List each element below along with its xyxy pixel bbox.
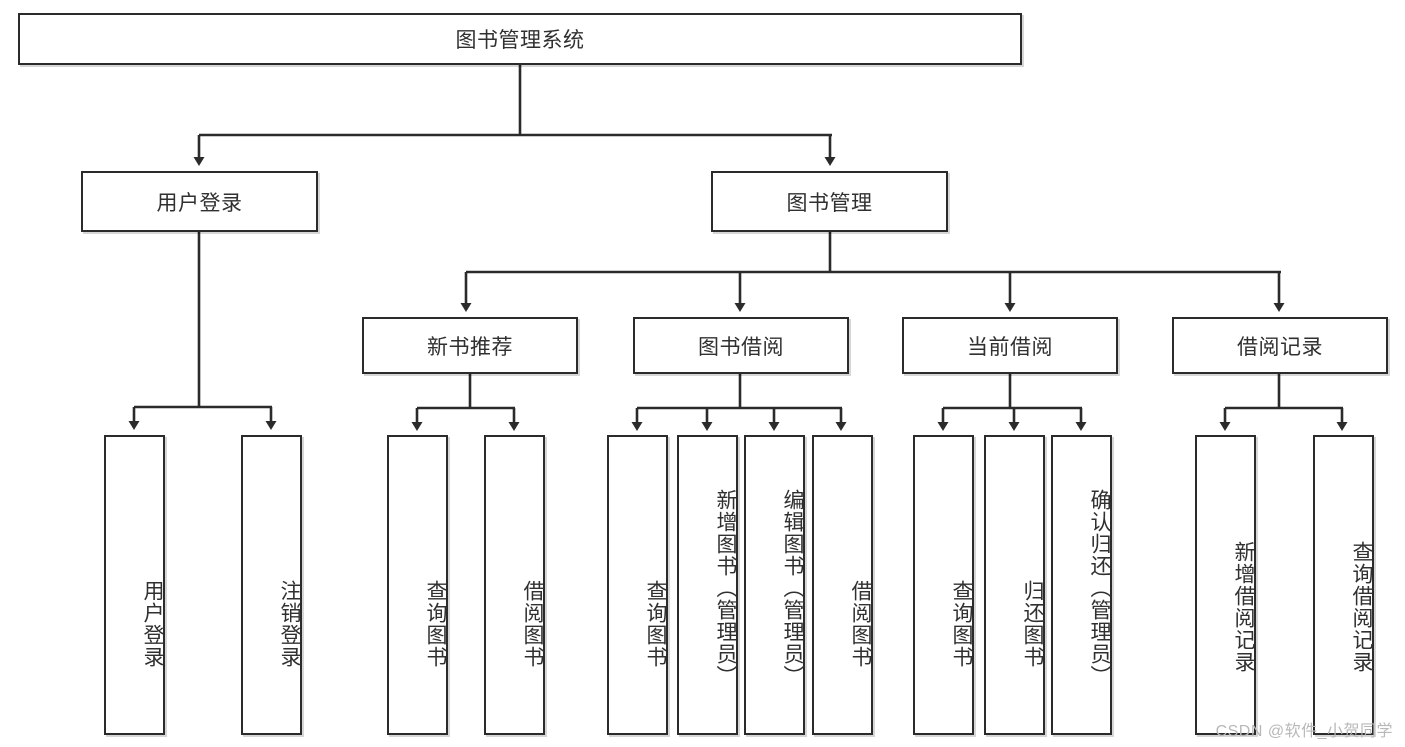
node-leaf-query-borrow-record[interactable]: 查询借阅记录 [1313, 435, 1374, 735]
node-borrow-record[interactable]: 借阅记录 [1172, 317, 1388, 374]
node-leaf-borrow-book-1-label: 借阅图书 [521, 580, 544, 668]
node-leaf-add-borrow-record-label: 新增借阅记录 [1232, 541, 1255, 673]
node-current-borrow-label: 当前借阅 [967, 335, 1053, 359]
node-book-borrow-label: 图书借阅 [698, 335, 784, 359]
node-leaf-query-borrow-record-label: 查询借阅记录 [1350, 541, 1373, 673]
node-leaf-return-book-label: 归还图书 [1021, 580, 1044, 668]
node-leaf-query-book-2[interactable]: 查询图书 [607, 435, 668, 735]
node-leaf-user-logout[interactable]: 注销登录 [241, 435, 302, 735]
node-current-borrow[interactable]: 当前借阅 [902, 317, 1118, 374]
node-leaf-query-book-1-label: 查询图书 [424, 580, 447, 668]
node-leaf-edit-book-label: 编辑图书（管理员） [781, 489, 804, 687]
watermark-label: CSDN @软件_小贺同学 [1215, 723, 1393, 740]
node-leaf-edit-book[interactable]: 编辑图书（管理员） [744, 435, 805, 735]
node-leaf-return-book[interactable]: 归还图书 [984, 435, 1045, 735]
node-book-borrow[interactable]: 图书借阅 [633, 317, 849, 374]
node-leaf-borrow-book-2-label: 借阅图书 [849, 580, 872, 668]
node-leaf-user-logout-label: 注销登录 [278, 580, 301, 668]
node-leaf-add-book-label: 新增图书（管理员） [714, 489, 737, 687]
node-book-manage-label: 图书管理 [786, 191, 873, 215]
node-leaf-query-book-3[interactable]: 查询图书 [913, 435, 974, 735]
node-leaf-add-book[interactable]: 新增图书（管理员） [677, 435, 738, 735]
node-leaf-user-login[interactable]: 用户登录 [104, 435, 165, 735]
node-leaf-user-login-label: 用户登录 [141, 580, 164, 668]
node-leaf-add-borrow-record[interactable]: 新增借阅记录 [1195, 435, 1256, 735]
node-new-book-recommend-label: 新书推荐 [427, 335, 513, 359]
node-leaf-borrow-book-2[interactable]: 借阅图书 [812, 435, 873, 735]
node-leaf-borrow-book-1[interactable]: 借阅图书 [484, 435, 545, 735]
node-leaf-query-book-3-label: 查询图书 [950, 580, 973, 668]
node-user-login[interactable]: 用户登录 [81, 171, 318, 232]
node-leaf-confirm-return[interactable]: 确认归还（管理员） [1051, 435, 1112, 735]
node-user-login-label: 用户登录 [156, 191, 243, 215]
node-leaf-query-book-2-label: 查询图书 [644, 580, 667, 668]
node-root-label: 图书管理系统 [455, 29, 585, 52]
node-book-manage[interactable]: 图书管理 [711, 171, 948, 232]
node-root[interactable]: 图书管理系统 [18, 13, 1022, 65]
node-leaf-confirm-return-label: 确认归还（管理员） [1088, 489, 1111, 687]
node-new-book-recommend[interactable]: 新书推荐 [362, 317, 578, 374]
node-borrow-record-label: 借阅记录 [1237, 335, 1323, 359]
node-leaf-query-book-1[interactable]: 查询图书 [387, 435, 448, 735]
